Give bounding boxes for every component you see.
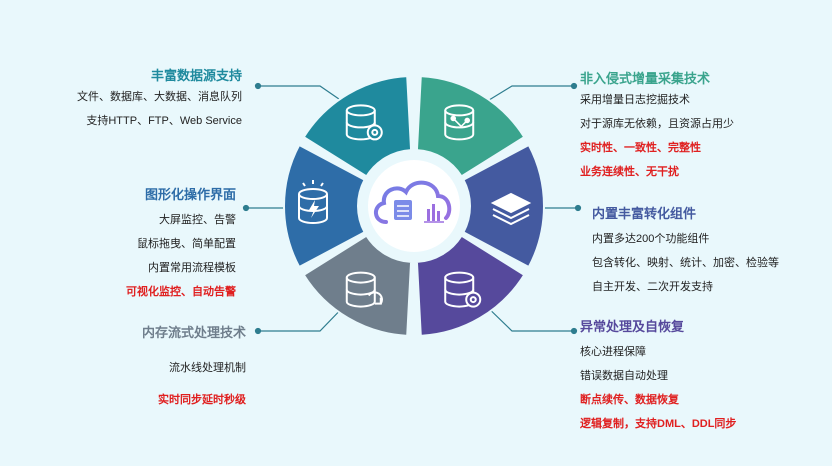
block-highlight-line: 可视化监控、自动告警 <box>126 286 236 298</box>
segment-bottom-right <box>415 234 526 337</box>
segment-left <box>283 143 366 269</box>
connector-dot <box>242 204 250 212</box>
block-line: 采用增量日志挖掘技术 <box>580 94 690 106</box>
connector-dot <box>570 327 578 335</box>
block-non-intrusive: 非入侵式增量采集技术 采用增量日志挖掘技术 对于源库无依赖，且资源占用少 实时性… <box>580 72 734 191</box>
block-title: 内存流式处理技术 <box>141 325 246 340</box>
block-line: 内置多达200个功能组件 <box>592 233 710 245</box>
block-stream: 内存流式处理技术 流水线处理机制 实时同步延时秒级 <box>142 326 246 419</box>
block-line: 核心进程保障 <box>580 346 646 358</box>
block-title: 内置丰富转化组件 <box>592 206 697 221</box>
block-highlight-line: 断点续传、数据恢复 <box>580 394 679 406</box>
layers-icon <box>490 192 532 226</box>
block-line: 对于源库无依赖，且资源占用少 <box>580 118 734 130</box>
database-gear-icon <box>345 104 383 141</box>
block-recovery: 异常处理及自恢复 核心进程保障 错误数据自动处理 断点续传、数据恢复 逻辑复制，… <box>580 320 736 443</box>
database-sync-icon <box>345 271 383 308</box>
database-pipeline-icon <box>444 104 475 141</box>
block-line: 文件、数据库、大数据、消息队列 <box>77 91 242 103</box>
block-title: 丰富数据源支持 <box>150 68 242 83</box>
block-gui: 图形化操作界面 大屏监控、告警 鼠标拖曳、简单配置 内置常用流程模板 可视化监控… <box>126 188 236 311</box>
database-lightning-icon <box>298 180 328 224</box>
block-line: 支持HTTP、FTP、Web Service <box>86 115 242 127</box>
block-line: 大屏监控、告警 <box>159 214 236 226</box>
block-line: 鼠标拖曳、简单配置 <box>137 238 236 250</box>
segment-ring <box>283 75 545 337</box>
block-title: 非入侵式增量采集技术 <box>580 71 711 86</box>
block-components: 内置丰富转化组件 内置多达200个功能组件 包含转化、映射、统计、加密、检验等 … <box>592 207 779 306</box>
block-line: 自主开发、二次开发支持 <box>592 281 713 293</box>
connector-dot <box>574 204 582 212</box>
block-line: 错误数据自动处理 <box>580 370 668 382</box>
segment-bottom-left <box>302 234 413 337</box>
connector-dot <box>254 82 262 90</box>
block-title: 异常处理及自恢复 <box>580 319 685 334</box>
block-highlight-line: 业务连续性、无干扰 <box>580 166 679 178</box>
block-line: 包含转化、映射、统计、加密、检验等 <box>592 257 779 269</box>
segment-top-left <box>302 75 413 178</box>
block-highlight-line: 逻辑复制，支持DML、DDL同步 <box>580 418 737 430</box>
database-gear-icon <box>444 271 482 308</box>
block-line: 内置常用流程模板 <box>148 262 236 274</box>
connector-dot <box>570 82 578 90</box>
center-disc <box>368 160 460 252</box>
block-highlight-line: 实时同步延时秒级 <box>158 394 246 406</box>
block-title: 图形化操作界面 <box>144 187 236 202</box>
block-rich-sources: 丰富数据源支持 文件、数据库、大数据、消息队列 支持HTTP、FTP、Web S… <box>77 69 242 140</box>
cloud-server-chart-icon <box>374 180 452 224</box>
connector-dot <box>254 327 262 335</box>
block-highlight-line: 实时性、一致性、完整性 <box>580 142 701 154</box>
block-line: 流水线处理机制 <box>169 362 246 374</box>
